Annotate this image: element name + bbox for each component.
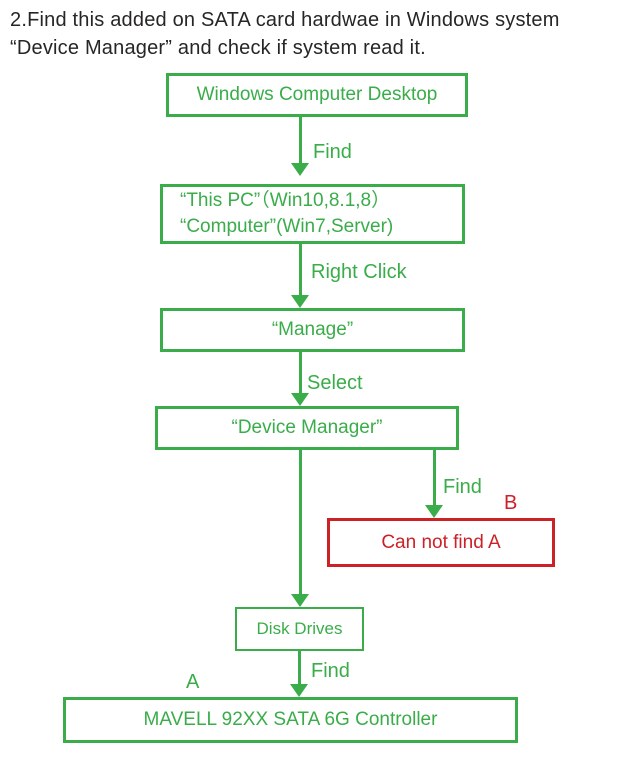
arrow-down-icon-branch: [425, 505, 443, 518]
connector-line-5: [298, 651, 301, 684]
node-windows-computer-desktop: Windows Computer Desktop: [166, 73, 468, 117]
page-title: 2.Find this added on SATA card hardwae i…: [10, 6, 628, 62]
edge-label-select: Select: [307, 372, 363, 394]
node-disk-drives: Disk Drives: [235, 607, 364, 651]
node-this-pc-line2: “Computer”(Win7,Server): [180, 216, 394, 237]
node-manage: “Manage”: [160, 308, 465, 352]
arrow-down-icon-3: [291, 393, 309, 406]
node-cannot-find-a-label: Can not find A: [381, 531, 501, 553]
arrow-down-icon-5: [290, 684, 308, 697]
edge-label-find-1: Find: [313, 141, 352, 163]
node-this-pc-text: “This PC”（Win10,8.1,8） “Computer”(Win7,S…: [180, 188, 393, 240]
page-title-line1: 2.Find this added on SATA card hardwae i…: [10, 9, 560, 31]
node-mavell-controller: MAVELL 92XX SATA 6G Controller: [63, 697, 518, 743]
page-title-line2: “Device Manager” and check if system rea…: [10, 37, 426, 59]
connector-line-3: [299, 352, 302, 393]
marker-b: B: [504, 492, 518, 514]
node-device-manager: “Device Manager”: [155, 406, 459, 450]
edge-label-find-2: Find: [443, 476, 482, 498]
node-manage-label: “Manage”: [271, 319, 354, 340]
arrow-down-icon-1: [291, 163, 309, 176]
node-device-manager-label: “Device Manager”: [231, 417, 383, 438]
node-windows-computer-desktop-label: Windows Computer Desktop: [196, 84, 438, 105]
connector-line-4: [299, 450, 302, 594]
node-this-pc: “This PC”（Win10,8.1,8） “Computer”(Win7,S…: [160, 184, 465, 244]
edge-label-right-click: Right Click: [311, 261, 407, 283]
arrow-down-icon-4: [291, 594, 309, 607]
marker-a: A: [186, 671, 200, 693]
node-cannot-find-a: Can not find A: [327, 518, 555, 567]
node-mavell-controller-label: MAVELL 92XX SATA 6G Controller: [143, 709, 438, 730]
edge-label-find-3: Find: [311, 660, 350, 682]
node-disk-drives-label: Disk Drives: [256, 619, 343, 638]
connector-line-branch: [433, 450, 436, 505]
connector-line-1: [299, 117, 302, 163]
node-this-pc-line1: “This PC”（Win10,8.1,8）: [180, 190, 391, 211]
connector-line-2: [299, 244, 302, 295]
arrow-down-icon-2: [291, 295, 309, 308]
